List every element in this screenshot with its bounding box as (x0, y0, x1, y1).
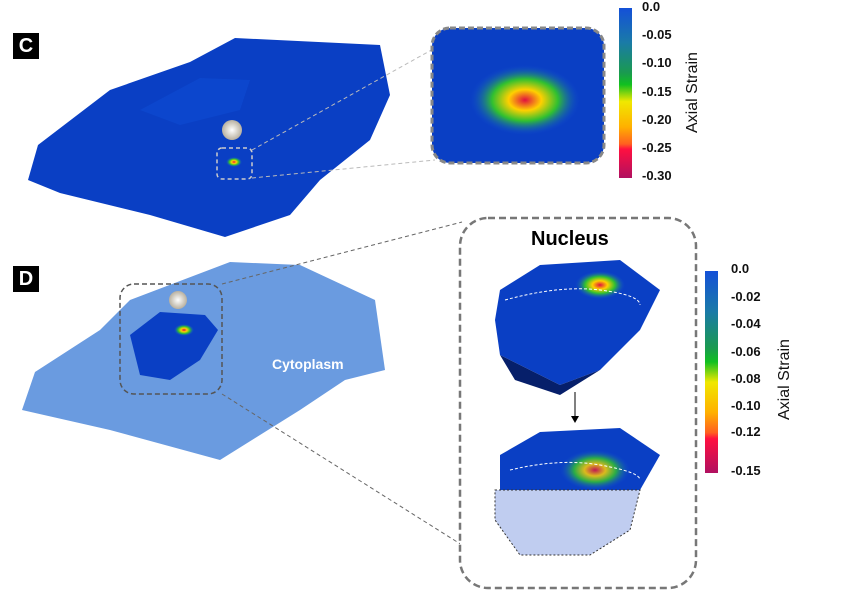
strain-hotspot-c (226, 157, 242, 167)
cb-d-tick: -0.02 (731, 289, 761, 304)
panel-label-c: C (13, 33, 39, 59)
bead-c (222, 120, 242, 140)
bead-d (169, 291, 187, 309)
cytoplasm-label: Cytoplasm (272, 356, 344, 372)
cb-c-tick: 0.0 (642, 0, 661, 14)
cb-d-tick: -0.08 (731, 371, 761, 386)
cb-d-tick: -0.12 (731, 424, 761, 439)
cb-d-title: Axial Strain (776, 339, 793, 420)
cb-c-tick: -0.25 (642, 140, 672, 155)
panel-label-d: D (13, 266, 39, 292)
nucleus-d-small (130, 312, 218, 380)
cb-d-tick: -0.06 (731, 344, 761, 359)
cb-d-tick: -0.04 (731, 316, 761, 331)
cb-d-tick: -0.10 (731, 398, 761, 413)
cb-c-title: Axial Strain (684, 52, 701, 133)
cb-d-tick: 0.0 (731, 261, 750, 276)
cb-d-tick: -0.15 (731, 463, 761, 478)
colorbar-d (705, 271, 718, 473)
cb-c-tick: -0.15 (642, 84, 672, 99)
cb-c-tick: -0.30 (642, 168, 672, 183)
cb-c-tick: -0.05 (642, 27, 672, 42)
colorbar-c (619, 8, 632, 178)
cell-c-surface (28, 38, 390, 237)
cb-c-tick: -0.20 (642, 112, 672, 127)
nucleus-label: Nucleus (531, 228, 609, 250)
cb-c-tick: -0.10 (642, 55, 672, 70)
cytoplasm-shape (22, 262, 385, 460)
